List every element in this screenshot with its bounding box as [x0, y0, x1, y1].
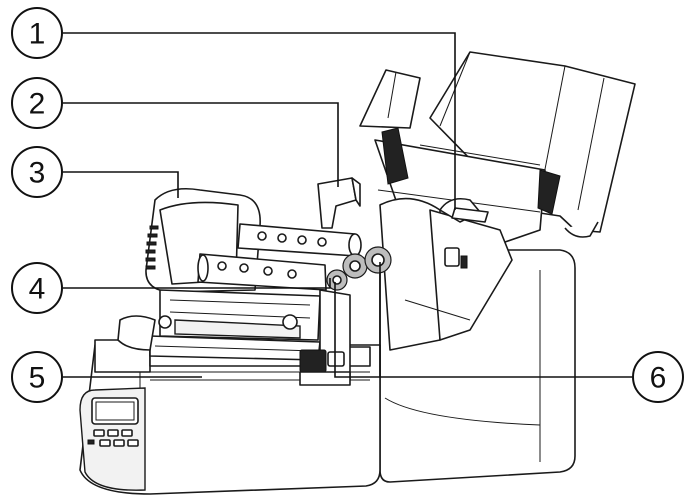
- callout-5: 5: [11, 351, 63, 403]
- callout-2-label: 2: [29, 88, 46, 121]
- callout-1: 1: [11, 7, 63, 59]
- top-cover: [359, 51, 636, 351]
- leader-lines: [63, 32, 632, 378]
- callout-1-label: 1: [29, 18, 46, 51]
- callout-6: 6: [632, 351, 684, 403]
- callout-4: 4: [11, 262, 63, 314]
- callout-2: 2: [11, 77, 63, 129]
- callout-3-label: 3: [29, 157, 46, 190]
- callout-4-label: 4: [29, 273, 46, 306]
- callout-6-label: 6: [650, 362, 667, 395]
- callout-5-label: 5: [29, 362, 46, 395]
- callout-3: 3: [11, 146, 63, 198]
- ribbon-unit: [117, 177, 392, 386]
